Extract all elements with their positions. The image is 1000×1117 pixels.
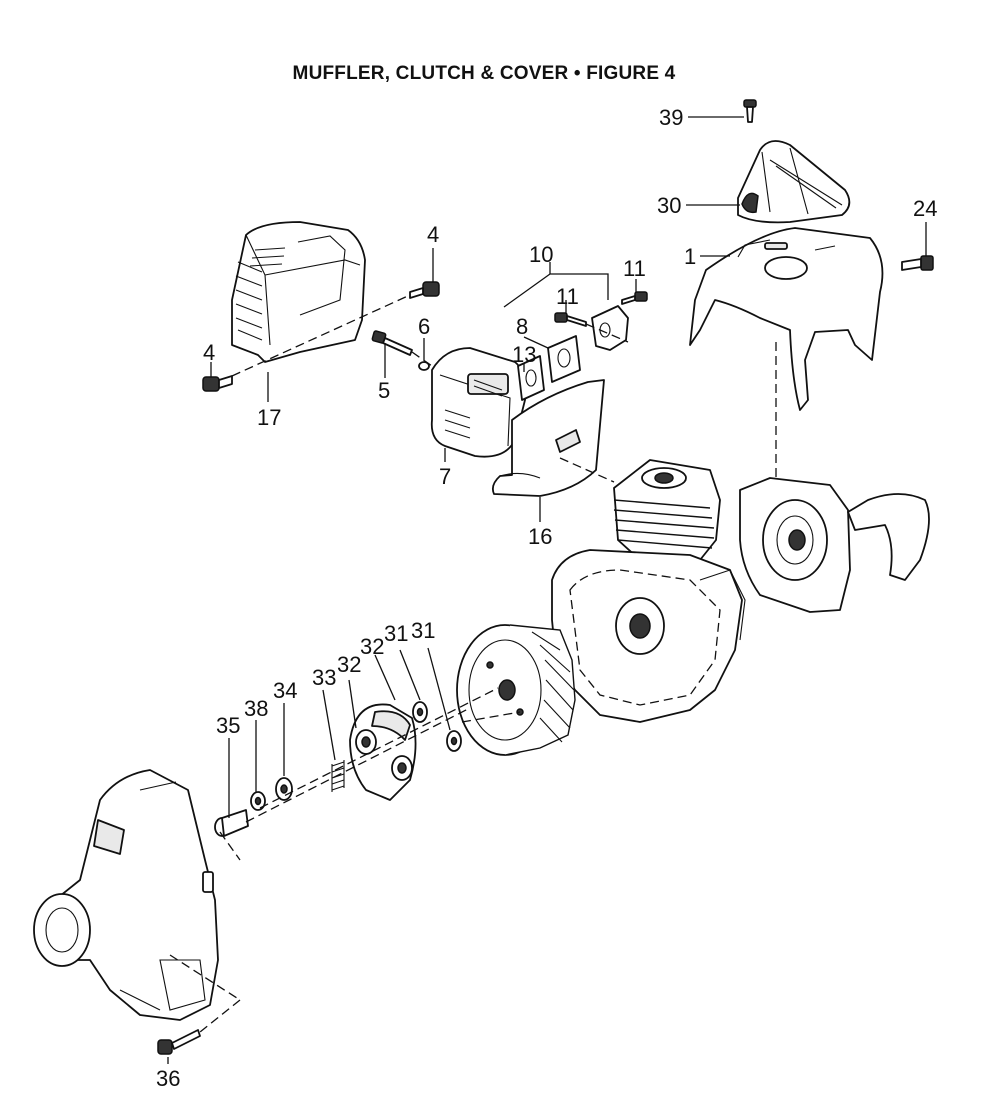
part-4-screw-upper [409, 281, 440, 299]
part-8-plate [547, 335, 581, 383]
callout-24: 24 [913, 196, 937, 221]
callout-7: 7 [439, 464, 451, 489]
part-7-muffler [430, 347, 528, 458]
part-32-clutch [349, 703, 417, 801]
callout-31-right: 31 [411, 618, 435, 643]
part-39-screw [743, 99, 757, 123]
callout-6: 6 [418, 314, 430, 339]
callout-33: 33 [312, 665, 336, 690]
part-4-screw-lower [202, 375, 233, 392]
figure-title: MUFFLER, CLUTCH & COVER • FIGURE 4 [292, 63, 676, 84]
part-30-handle [737, 140, 851, 224]
callout-5: 5 [378, 378, 390, 403]
callout-11-left: 11 [556, 284, 579, 309]
part-31-washer-a [412, 701, 428, 723]
callout-31-left: 31 [384, 621, 408, 646]
callout-17: 17 [257, 405, 281, 430]
part-17-air-box-cover [231, 221, 366, 363]
part-16-heat-shield [491, 379, 605, 497]
engine-crankcase [551, 549, 746, 723]
callout-34: 34 [273, 678, 297, 703]
callout-10: 10 [529, 242, 553, 267]
callout-1: 1 [684, 244, 696, 269]
callout-32-right: 32 [360, 634, 384, 659]
part-6-washer [418, 361, 430, 371]
callout-11-right: 11 [623, 256, 646, 281]
part-34-washer [275, 777, 293, 801]
part-33-spring [331, 760, 345, 792]
part-36-screw [157, 1029, 201, 1055]
part-31-washer-b [446, 730, 462, 752]
callout-36: 36 [156, 1066, 180, 1091]
assembly-lines [167, 116, 927, 1064]
callout-35: 35 [216, 713, 240, 738]
engine-cylinder [613, 459, 721, 561]
callout-4-upper: 4 [427, 222, 439, 247]
callout-8: 8 [516, 314, 528, 339]
callout-13: 13 [512, 342, 536, 367]
recoil-starter [739, 477, 930, 613]
callout-16: 16 [528, 524, 552, 549]
flywheel [456, 624, 576, 756]
part-5-long-bolt [371, 330, 413, 356]
callout-39: 39 [659, 105, 683, 130]
part-10-bracket [591, 305, 629, 351]
part-38-washer [250, 791, 266, 811]
callout-4-lower: 4 [203, 340, 215, 365]
part-11-screw-b [621, 291, 648, 305]
part-24-bolt [901, 255, 934, 271]
callout-38: 38 [244, 696, 268, 721]
part-11-screw-a [554, 312, 587, 327]
clutch-housing [33, 769, 219, 1021]
part-1-top-cover [689, 227, 884, 411]
callout-32-left: 32 [337, 652, 361, 677]
callout-30: 30 [657, 193, 681, 218]
